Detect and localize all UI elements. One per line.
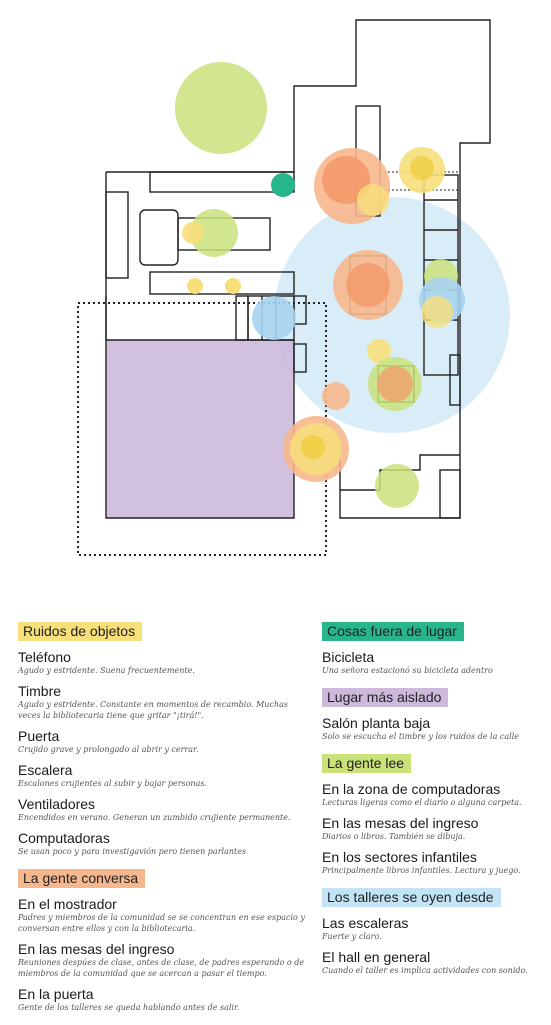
category-label: La gente conversa <box>18 869 146 888</box>
item-description: Solo se escucha el timbre y los ruidos d… <box>322 732 520 741</box>
legend-category: Cosas fuera de lugar Bicicleta Una señor… <box>322 622 544 676</box>
category-label: Cosas fuera de lugar <box>322 622 464 641</box>
legend-item: Ventiladores Encendidos en verano. Gener… <box>18 796 310 823</box>
object-noise-spot <box>301 435 325 459</box>
object-noise-spot <box>182 222 204 244</box>
isolated-room <box>106 340 294 518</box>
item-title: El hall en general <box>322 949 431 965</box>
item-title: En el mostrador <box>18 896 117 912</box>
conversation-spot <box>346 263 390 307</box>
item-title: En la puerta <box>18 986 94 1002</box>
item-title: Timbre <box>18 683 62 699</box>
legend-item: En los sectores infantiles Principalment… <box>322 849 544 876</box>
category-items: Las escaleras Fuerte y claro. El hall en… <box>322 915 544 976</box>
object-noise-spot <box>187 278 203 294</box>
item-description: Reuniones despúes de clase, antes de cla… <box>18 958 305 978</box>
workshop-sound-zone <box>274 197 510 433</box>
object-noise-spot <box>357 184 389 216</box>
conversation-spot <box>377 366 413 402</box>
legend-item: Teléfono Agudo y estridente. Suena frecu… <box>18 649 310 676</box>
item-title: Bicicleta <box>322 649 375 665</box>
item-description: Fuerte y claro. <box>322 932 382 941</box>
category-items: En el mostrador Padres y miembros de la … <box>18 896 310 1013</box>
object-noise-spot <box>225 278 241 294</box>
legend-item: En la puerta Gente de los talleres se qu… <box>18 986 310 1013</box>
legend-column-left: Ruidos de objetos Teléfono Agudo y estri… <box>18 622 310 1025</box>
reading-spot <box>375 464 419 508</box>
item-title: En las mesas del ingreso <box>322 815 479 831</box>
legend-item: En las mesas del ingreso Diarios o libro… <box>322 815 544 842</box>
legend-item: En las mesas del ingreso Reuniones despú… <box>18 941 310 979</box>
legend-item: Computadoras Se usan poco y para investi… <box>18 830 310 857</box>
item-title: Salón planta baja <box>322 715 431 731</box>
item-title: Las escaleras <box>322 915 409 931</box>
item-description: Gente de los talleres se queda hablando … <box>18 1003 240 1012</box>
legend-item: En la zona de computadoras Lecturas lige… <box>322 781 544 808</box>
object-noise-spot <box>421 296 453 328</box>
legend-item: Salón planta baja Solo se escucha el tim… <box>322 715 544 742</box>
item-description: Una señora estacionó su bicicleta adentr… <box>322 666 493 675</box>
legend-category: La gente lee En la zona de computadoras … <box>322 754 544 876</box>
category-items: En la zona de computadoras Lecturas lige… <box>322 781 544 876</box>
legend-column-right: Cosas fuera de lugar Bicicleta Una señor… <box>322 622 544 988</box>
item-description: Encendidos en verano. Generan un zumbido… <box>18 813 291 822</box>
legend-item: Bicicleta Una señora estacionó su bicicl… <box>322 649 544 676</box>
misplaced-bicycle-spot <box>271 173 295 197</box>
workshop-spot <box>252 296 296 340</box>
legend-item: Las escaleras Fuerte y claro. <box>322 915 544 942</box>
item-description: Padres y miembros de la comunidad se se … <box>18 913 305 933</box>
item-title: Escalera <box>18 762 73 778</box>
legend-category: La gente conversa En el mostrador Padres… <box>18 869 310 1013</box>
category-items: Teléfono Agudo y estridente. Suena frecu… <box>18 649 310 857</box>
reading-spot <box>175 62 267 154</box>
item-title: Computadoras <box>18 830 110 846</box>
item-title: En la zona de computadoras <box>322 781 501 797</box>
item-description: Cuando el taller es implica actividades … <box>322 966 528 975</box>
legend-item: Timbre Agudo y estridente. Constante en … <box>18 683 310 721</box>
legend-item: En el mostrador Padres y miembros de la … <box>18 896 310 934</box>
legend-category: Ruidos de objetos Teléfono Agudo y estri… <box>18 622 310 857</box>
category-label: La gente lee <box>322 754 412 773</box>
category-items: Salón planta baja Solo se escucha el tim… <box>322 715 544 742</box>
category-label: Lugar más aislado <box>322 688 449 707</box>
conversation-spot <box>322 382 350 410</box>
item-title: En los sectores infantiles <box>322 849 477 865</box>
category-label: Los talleres se oyen desde <box>322 888 501 907</box>
floor-plan <box>77 19 510 556</box>
item-description: Agudo y estridente. Suena frecuentemente… <box>18 666 195 675</box>
legend-item: Puerta Crujido grave y prolongado al abr… <box>18 728 310 755</box>
item-title: Puerta <box>18 728 60 744</box>
category-label: Ruidos de objetos <box>18 622 143 641</box>
item-title: En las mesas del ingreso <box>18 941 175 957</box>
item-title: Ventiladores <box>18 796 96 812</box>
item-description: Agudo y estridente. Constante en momento… <box>18 700 288 720</box>
legend-item: Escalera Escalones crujientes al subir y… <box>18 762 310 789</box>
item-description: Lecturas ligeras como el diario o alguna… <box>322 798 522 807</box>
item-description: Escalones crujientes al subir y bajar pe… <box>18 779 208 788</box>
item-title: Teléfono <box>18 649 71 665</box>
object-noise-spot <box>410 156 434 180</box>
item-description: Crujido grave y prolongado al abrir y ce… <box>18 745 199 754</box>
item-description: Se usan poco y para investigavión pero t… <box>18 847 247 856</box>
item-description: Diarios o libros. También se dibuja. <box>322 832 466 841</box>
reading-spot <box>190 209 238 257</box>
conversation-spot <box>322 156 370 204</box>
legend-category: Lugar más aislado Salón planta baja Solo… <box>322 688 544 742</box>
object-noise-spot <box>367 339 391 363</box>
item-description: Principalmente libros infantiles. Lectur… <box>322 866 521 875</box>
legend-item: El hall en general Cuando el taller es i… <box>322 949 544 976</box>
category-items: Bicicleta Una señora estacionó su bicicl… <box>322 649 544 676</box>
legend-category: Los talleres se oyen desde Las escaleras… <box>322 888 544 976</box>
